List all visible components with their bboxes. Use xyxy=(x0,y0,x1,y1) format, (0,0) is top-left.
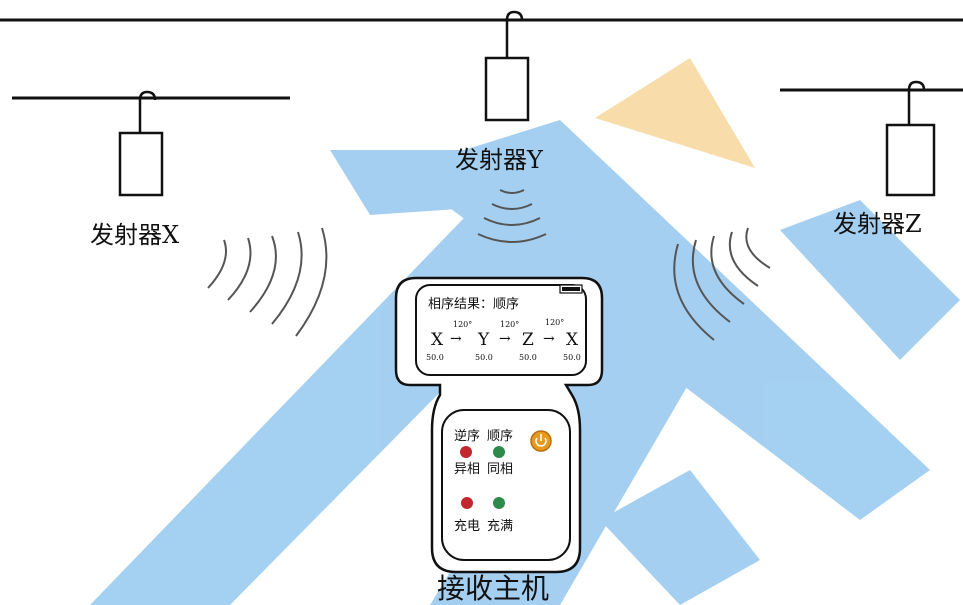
screen-angle-3: 120° xyxy=(545,318,564,327)
wave-right-3 xyxy=(710,235,745,305)
signal-waves-left xyxy=(207,227,328,337)
wave-left-3 xyxy=(249,235,277,313)
indicator-red-charging xyxy=(461,497,473,509)
screen-phase-2: Y xyxy=(477,330,490,350)
wave-center-2 xyxy=(491,203,533,210)
wave-left-4 xyxy=(271,231,303,325)
battery-level xyxy=(562,287,580,291)
indicator-label-reverse: 逆序 xyxy=(454,428,480,444)
transmitter-y xyxy=(484,10,530,122)
receiver-screen xyxy=(415,284,587,376)
watermark-blue-top xyxy=(330,150,590,215)
receiver-unit: 相序结果：顺序 X → Y → Z → X 120° 120° 120° 50.… xyxy=(394,276,604,574)
transmitter-x-label: 发射器X xyxy=(90,221,179,249)
indicator-green-charged xyxy=(493,497,505,509)
signal-waves-center xyxy=(477,189,547,243)
watermark-yellow-triangle xyxy=(595,58,755,168)
transmitter-x-hook xyxy=(138,90,157,132)
transmitter-y-label: 发射器Y xyxy=(455,146,544,174)
wave-right-4 xyxy=(691,239,731,323)
signal-waves-right xyxy=(673,227,771,341)
screen-freq-2: 50.0 xyxy=(475,353,493,362)
wave-center-1 xyxy=(499,189,525,194)
screen-phase-4: X xyxy=(566,330,579,350)
indicator-red-top xyxy=(460,446,472,458)
transmitter-x xyxy=(118,90,164,197)
screen-phase-3: Z xyxy=(522,330,534,350)
watermark-blue-zhong xyxy=(600,470,760,605)
wave-left-2 xyxy=(227,237,252,301)
transmitter-z-body xyxy=(885,123,936,197)
wave-center-3 xyxy=(483,217,541,226)
indicator-label-charging: 充电 xyxy=(454,518,480,534)
receiver-title: 接收主机 xyxy=(437,572,549,605)
power-icon xyxy=(535,434,547,447)
wave-left-5 xyxy=(295,227,328,337)
indicator-label-forward: 顺序 xyxy=(487,429,513,444)
screen-arrow-3: → xyxy=(543,331,555,347)
screen-phase-1: X xyxy=(431,330,444,350)
transmitter-x-body xyxy=(118,131,164,197)
screen-freq-3: 50.0 xyxy=(519,353,537,362)
watermark-blue-right xyxy=(780,200,960,360)
watermark-blue-band-left xyxy=(90,160,600,605)
wave-right-2 xyxy=(728,231,759,287)
transmitter-z-hook xyxy=(907,80,926,124)
screen-arrow-2: → xyxy=(499,331,511,347)
indicator-label-in-phase: 同相 xyxy=(487,462,513,477)
screen-arrow-1: → xyxy=(450,331,462,347)
transmitter-y-body xyxy=(484,56,530,122)
screen-angle-1: 120° xyxy=(453,320,472,329)
wave-left-1 xyxy=(207,239,227,289)
wave-right-5 xyxy=(673,243,715,341)
screen-result-label: 相序结果：顺序 xyxy=(428,297,519,312)
transmitter-z-label: 发射器Z xyxy=(833,210,922,238)
screen-freq-4: 50.0 xyxy=(563,353,581,362)
transmitter-y-hook xyxy=(505,10,524,57)
transmitter-z xyxy=(885,80,936,197)
indicator-green-top xyxy=(493,446,505,458)
watermark-blue-diag xyxy=(400,120,930,520)
screen-freq-1: 50.0 xyxy=(426,353,444,362)
screen-angle-2: 120° xyxy=(500,320,519,329)
power-lines xyxy=(0,18,963,100)
wave-center-4 xyxy=(477,233,547,243)
indicator-label-out-of-phase: 异相 xyxy=(454,462,480,477)
wave-right-1 xyxy=(745,227,771,269)
indicator-label-charged: 充满 xyxy=(487,518,513,534)
